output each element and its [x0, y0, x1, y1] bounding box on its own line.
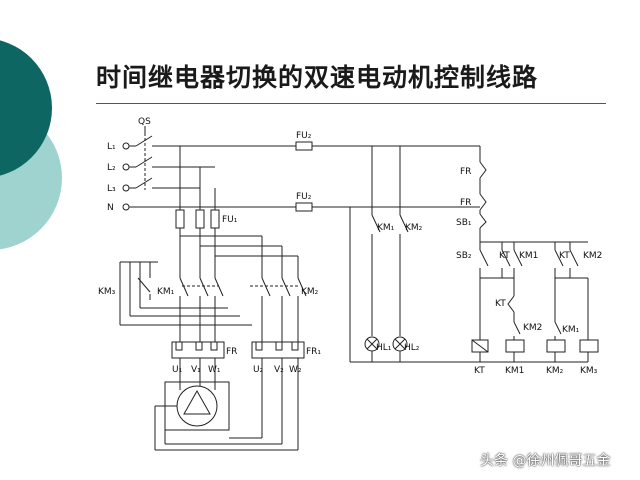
label-coil-km3: KM₃ — [580, 366, 598, 376]
label-sb1: SB₁ — [456, 218, 472, 228]
label-n: N — [107, 203, 114, 213]
label-coil-kt: KT — [474, 366, 485, 376]
km1-main-contacts — [179, 277, 224, 342]
label-fr-ctrl-2: FR — [460, 198, 471, 208]
label-v1: V₁ — [191, 365, 201, 375]
label-u2: U₂ — [253, 365, 264, 375]
label-hl1: HL₁ — [376, 343, 392, 353]
label-km3-left: KM₃ — [98, 287, 116, 297]
label-sb2: SB₂ — [456, 251, 472, 261]
label-km1-a: KM1 — [519, 251, 538, 261]
title-divider — [96, 103, 606, 104]
label-l2: L₂ — [107, 163, 116, 173]
label-fr-left: FR — [226, 347, 237, 357]
label-kt-c: KT — [559, 251, 570, 261]
lamp-branches — [349, 146, 565, 363]
coil-km1 — [505, 339, 525, 353]
slide-title: 时间继电器切换的双速电动机控制线路 — [96, 63, 539, 92]
label-coil-km1: KM1 — [505, 366, 524, 376]
coil-km2 — [546, 339, 566, 353]
label-fu1: FU₁ — [222, 215, 238, 225]
label-km2-lamp: KM₂ — [405, 223, 423, 233]
label-v2: V₂ — [274, 365, 284, 375]
label-kt-a: KT — [499, 251, 510, 261]
label-hl2: HL₂ — [404, 343, 420, 353]
label-l1: L₁ — [107, 142, 116, 152]
label-u1: U₁ — [172, 365, 183, 375]
label-fu2-top: FU₂ — [296, 131, 312, 141]
watermark: 头条 @徐州佩哥五金 — [480, 453, 611, 469]
control-circuit — [471, 146, 599, 363]
label-km1-main: KM₁ — [157, 287, 175, 297]
label-km2-main: KM₂ — [301, 287, 319, 297]
label-w2: W₂ — [289, 365, 302, 375]
fu1-fuses — [175, 209, 299, 278]
label-fu2-bottom: FU₂ — [296, 192, 312, 202]
label-fr1: FR₁ — [306, 347, 321, 357]
label-kt-b: KT — [495, 299, 506, 309]
label-km1-b: KM₁ — [562, 325, 580, 335]
label-coil-km2: KM₂ — [546, 366, 564, 376]
label-w1: W₁ — [208, 365, 221, 375]
terminal-l2 — [122, 163, 130, 171]
label-km2-b: KM2 — [583, 251, 602, 261]
terminal-n — [122, 203, 130, 211]
label-qs: QS — [138, 117, 151, 127]
diagram-labels: QS L₁ L₂ L₃ N FU₁ FU₂ FU₂ KM₃ KM₁ KM₂ FR… — [98, 117, 602, 376]
terminal-l3 — [122, 184, 130, 192]
terminal-l1 — [122, 142, 130, 150]
label-fr-ctrl-1: FR — [460, 167, 471, 177]
km2-main-contacts — [250, 277, 307, 342]
coil-km3 — [579, 339, 599, 353]
km3-contacts — [119, 261, 252, 326]
fu2-fuses — [295, 141, 313, 212]
decor-circle-dark — [0, 40, 52, 176]
qs-switch — [135, 126, 480, 190]
label-km1-lamp: KM₁ — [377, 223, 395, 233]
label-km2-a: KM2 — [523, 323, 542, 333]
label-l3: L₃ — [107, 184, 116, 194]
motor — [154, 374, 299, 451]
thermal-relays — [171, 341, 305, 374]
